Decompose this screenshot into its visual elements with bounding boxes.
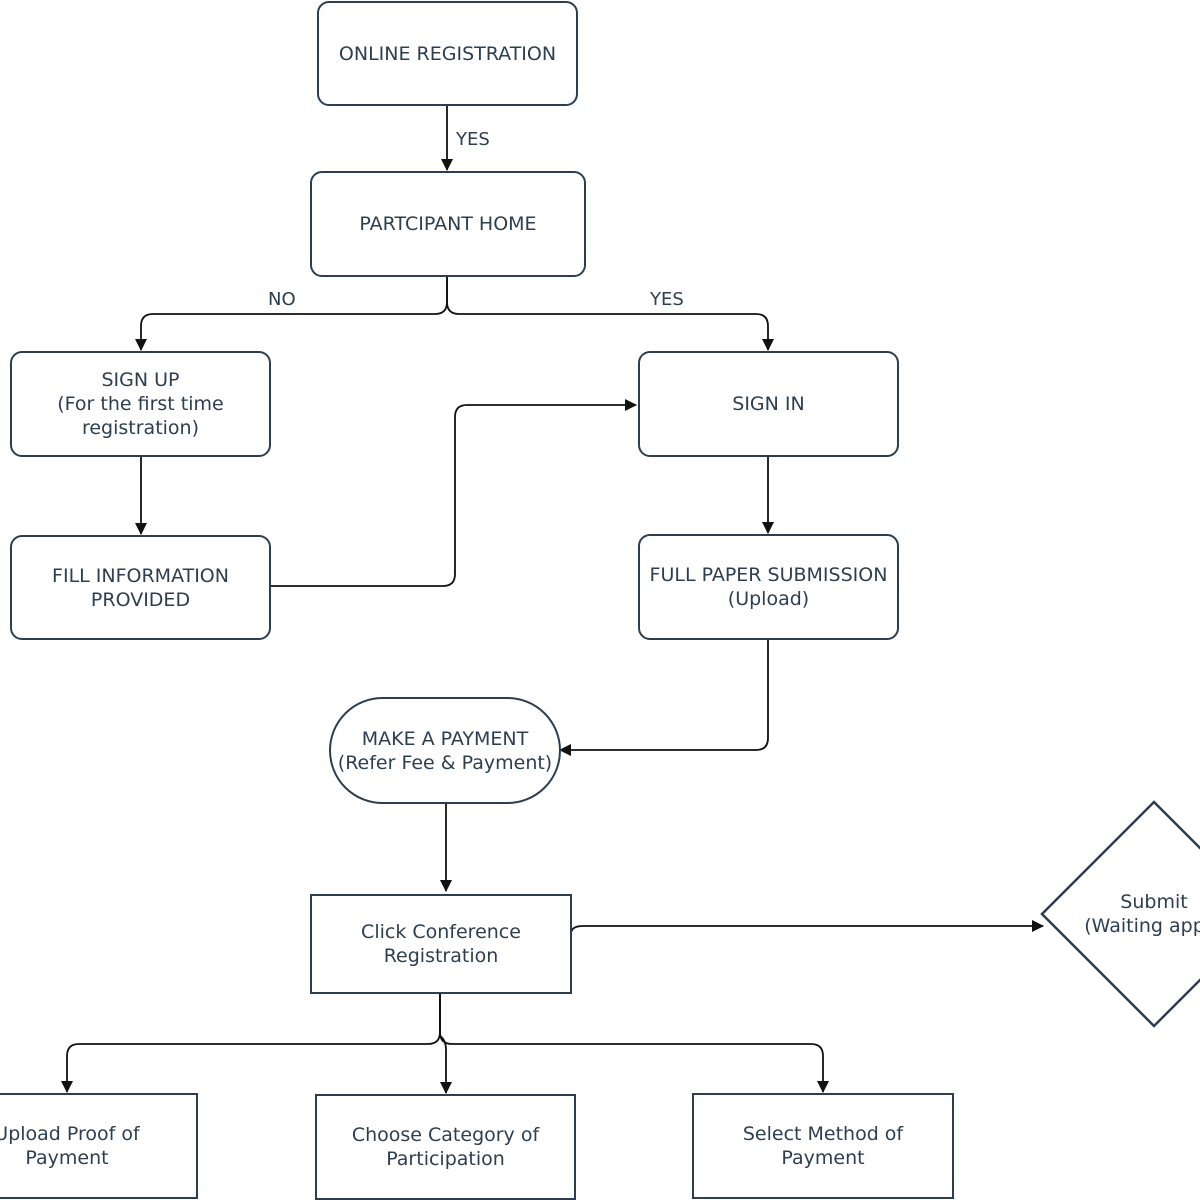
node-text: (Waiting appro [1084, 915, 1200, 937]
node-text: Payment [781, 1147, 865, 1169]
node-online-registration[interactable]: ONLINE REGISTRATION [317, 1, 578, 106]
node-text: MAKE A PAYMENT [361, 727, 529, 750]
node-fill-information[interactable]: FILL INFORMATION PROVIDED [10, 535, 271, 640]
node-text: Registration [383, 945, 499, 967]
node-text: (For the first time [57, 393, 224, 415]
node-text: PARTCIPANT HOME [359, 213, 537, 235]
edge-home-to-signup [135, 277, 448, 351]
node-text: ONLINE REGISTRATION [338, 42, 557, 65]
node-select-method[interactable]: Select Method of Payment [692, 1093, 954, 1199]
node-full-paper-submission[interactable]: FULL PAPER SUBMISSION (Upload) [638, 534, 899, 640]
edge-label-yes-right: YES [650, 289, 684, 310]
edge-click-to-upload [61, 994, 441, 1093]
node-click-conference-registration[interactable]: Click Conference Registration [310, 894, 572, 994]
node-text: Choose Category of [351, 1124, 540, 1146]
submit-diamond-shape [1040, 800, 1200, 1028]
node-participant-home[interactable]: PARTCIPANT HOME [310, 171, 586, 277]
node-sign-up[interactable]: SIGN UP (For the first time registration… [10, 351, 271, 457]
node-choose-category[interactable]: Choose Category of Participation [315, 1094, 576, 1200]
node-sign-in[interactable]: SIGN IN [638, 351, 899, 457]
node-make-payment[interactable]: MAKE A PAYMENT (Refer Fee & Payment) [329, 697, 561, 804]
node-text: Select Method of [742, 1123, 904, 1145]
node-text: FILL INFORMATION [52, 564, 229, 587]
node-submit[interactable]: Submit (Waiting appro [1066, 890, 1200, 938]
node-text: FULL PAPER SUBMISSION [649, 564, 888, 586]
edge-paper-to-payment [559, 640, 769, 756]
node-text: Submit [1120, 891, 1188, 913]
edge-home-to-signin [446, 277, 774, 351]
edge-label-yes-top: YES [456, 129, 490, 150]
edge-click-to-submit [570, 920, 1044, 935]
node-text: SIGN IN [732, 393, 805, 415]
node-text: Upload Proof of [0, 1123, 140, 1145]
node-text: registration) [81, 417, 200, 439]
edge-click-to-method [439, 994, 829, 1093]
node-text: PROVIDED [90, 588, 191, 611]
node-text: (Upload) [727, 588, 810, 610]
edge-label-no: NO [268, 289, 296, 310]
node-text: Participation [386, 1148, 505, 1170]
node-text: Click Conference [361, 921, 521, 943]
node-text: SIGN UP [101, 369, 180, 391]
node-text: Payment [25, 1147, 109, 1169]
node-upload-proof[interactable]: Upload Proof of Payment [0, 1093, 198, 1199]
node-text: (Refer Fee & Payment) [337, 751, 553, 774]
edge-fill-to-signin [270, 399, 637, 587]
